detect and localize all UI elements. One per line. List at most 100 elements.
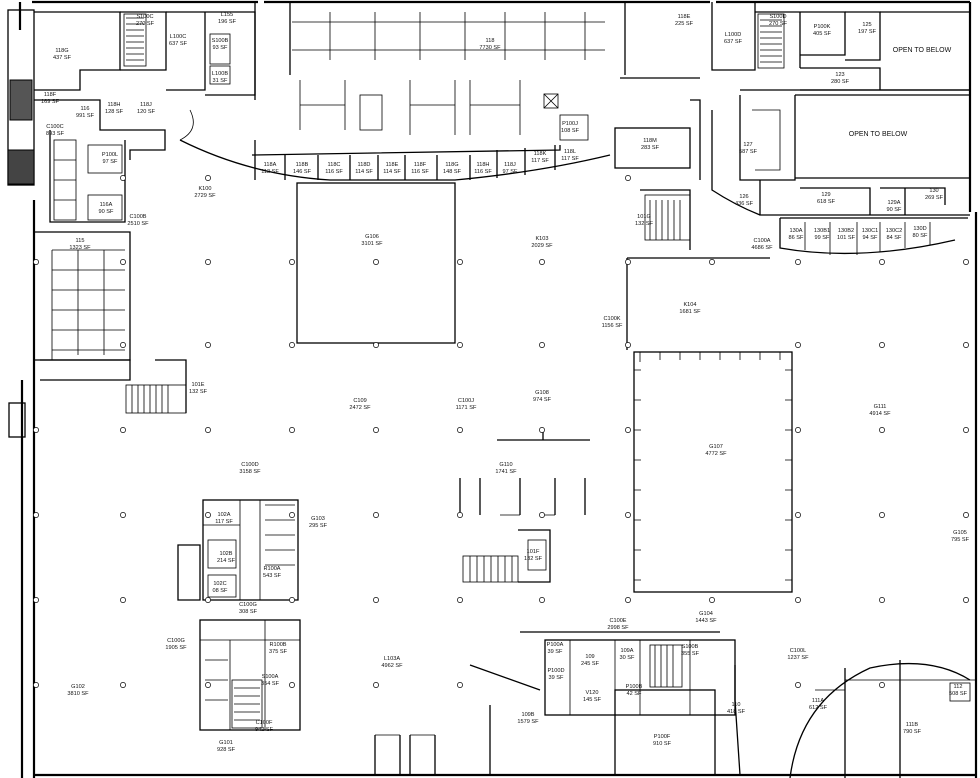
room-area: 90 SF bbox=[99, 209, 115, 215]
room-id: 118E bbox=[386, 162, 399, 168]
room-id: 129A bbox=[887, 200, 900, 206]
room-id: 130D bbox=[913, 226, 926, 232]
room-area: 637 SF bbox=[724, 39, 743, 45]
room-area: 214 SF bbox=[217, 558, 236, 564]
room-id: 130B1 bbox=[814, 228, 830, 234]
room-id: 118G bbox=[55, 48, 68, 54]
room-id: 109B bbox=[521, 712, 534, 718]
room-area: 128 SF bbox=[105, 109, 124, 115]
room-area: 146 SF bbox=[293, 169, 312, 175]
room-area: 114 SF bbox=[383, 169, 401, 175]
room-id: C100F bbox=[256, 720, 273, 726]
northeast-wing bbox=[711, 2, 970, 255]
room-id: S100A bbox=[262, 674, 279, 680]
room-area: 942 SF bbox=[255, 727, 274, 733]
room-id: 123 bbox=[835, 72, 844, 78]
room-area: 225 SF bbox=[675, 21, 694, 27]
room-id: S100B bbox=[212, 38, 229, 44]
room-id: 110 bbox=[732, 702, 741, 708]
room-id: 118F bbox=[414, 162, 427, 168]
room-id: P100B bbox=[626, 684, 643, 690]
room-id: 118L bbox=[564, 149, 576, 155]
room-area: 4772 SF bbox=[705, 451, 727, 457]
room-area: 375 SF bbox=[269, 649, 288, 655]
room-area: 120 SF bbox=[137, 109, 156, 115]
room-id: G106 bbox=[365, 234, 379, 240]
room-id: L100D bbox=[725, 32, 741, 38]
restroom-core-north bbox=[177, 499, 299, 601]
open-to-below-note: OPEN TO BELOW bbox=[893, 47, 952, 54]
southeast-arc bbox=[789, 660, 975, 778]
room-area: 270 SF bbox=[136, 21, 155, 27]
room-id: P100L bbox=[102, 152, 118, 158]
room-id: C100G bbox=[239, 602, 257, 608]
room-id: 118J bbox=[140, 102, 152, 108]
room-id: 111A bbox=[812, 698, 825, 704]
room-id: 118B bbox=[296, 162, 309, 168]
room-id: C100A bbox=[753, 238, 770, 244]
room-area: 97 SF bbox=[103, 159, 119, 165]
room-area: 93 SF bbox=[213, 45, 229, 51]
room-id: 118J bbox=[504, 162, 516, 168]
room-area: 1681 SF bbox=[679, 309, 701, 315]
room-id: V120 bbox=[585, 690, 598, 696]
room-id: 118D bbox=[358, 162, 371, 168]
room-area: 270 SF bbox=[769, 21, 788, 27]
room-area: 97 SF bbox=[503, 169, 519, 175]
room-id: 118H bbox=[477, 162, 490, 168]
room-id: P100F bbox=[654, 734, 671, 740]
room-id: L100B bbox=[212, 71, 228, 77]
room-area: 354 SF bbox=[261, 681, 280, 687]
room-id: C100C bbox=[46, 124, 63, 130]
room-id: 118E bbox=[678, 14, 691, 20]
room-area: 114 SF bbox=[355, 169, 373, 175]
room-id: C100K bbox=[603, 316, 620, 322]
room-area: 117 SF bbox=[531, 158, 549, 164]
g110-partitions bbox=[459, 430, 590, 516]
room-id: 116A bbox=[100, 202, 113, 208]
room-area: 196 SF bbox=[218, 19, 237, 25]
room-id: G105 bbox=[953, 530, 967, 536]
room-id: C109 bbox=[353, 398, 366, 404]
room-area: 2729 SF bbox=[194, 193, 216, 199]
room-id: G103 bbox=[311, 516, 325, 522]
room-area: 4914 SF bbox=[869, 411, 891, 417]
room-area: 4686 SF bbox=[751, 245, 773, 251]
room-area: 117 SF bbox=[215, 519, 233, 525]
room-id: 130C2 bbox=[886, 228, 902, 234]
room-area: 295 SF bbox=[309, 523, 328, 529]
room-area: 3101 SF bbox=[361, 241, 383, 247]
room-id: K103 bbox=[535, 236, 548, 242]
room-area: 39 SF bbox=[549, 675, 565, 681]
central-rooms bbox=[296, 182, 793, 593]
room-id: K100 bbox=[198, 186, 211, 192]
room-id: 118G bbox=[445, 162, 458, 168]
room-area: 308 SF bbox=[239, 609, 258, 615]
room-area: 4962 SF bbox=[381, 663, 403, 669]
room-area: 145 SF bbox=[583, 697, 602, 703]
room-area: 795 SF bbox=[951, 537, 970, 543]
room-id: P100K bbox=[814, 24, 831, 30]
restroom-core-south bbox=[199, 619, 301, 731]
room-id: 109 bbox=[585, 654, 594, 660]
room-id: L103A bbox=[384, 656, 400, 662]
room-id: 118K bbox=[534, 151, 547, 157]
room-area: 108 SF bbox=[561, 128, 580, 134]
room-area: 1905 SF bbox=[165, 645, 187, 651]
room-id: C100L bbox=[790, 648, 806, 654]
room-area: 283 SF bbox=[641, 145, 660, 151]
structural-columns bbox=[33, 175, 969, 688]
room-id: G108 bbox=[535, 390, 549, 396]
room-id: 127 bbox=[743, 142, 752, 148]
room-id: 130 bbox=[929, 188, 938, 194]
room-area: 169 SF bbox=[41, 99, 60, 105]
exterior-walls bbox=[7, 0, 978, 778]
room-area: 148 SF bbox=[443, 169, 462, 175]
room-area: 7730 SF bbox=[479, 45, 501, 51]
room-area: 436 SF bbox=[735, 201, 754, 207]
room-id: S100C bbox=[136, 14, 153, 20]
room-id: 118M bbox=[643, 138, 657, 144]
room-id: 130B2 bbox=[838, 228, 854, 234]
room-id: K104 bbox=[683, 302, 696, 308]
room-area: 112 SF bbox=[261, 169, 279, 175]
